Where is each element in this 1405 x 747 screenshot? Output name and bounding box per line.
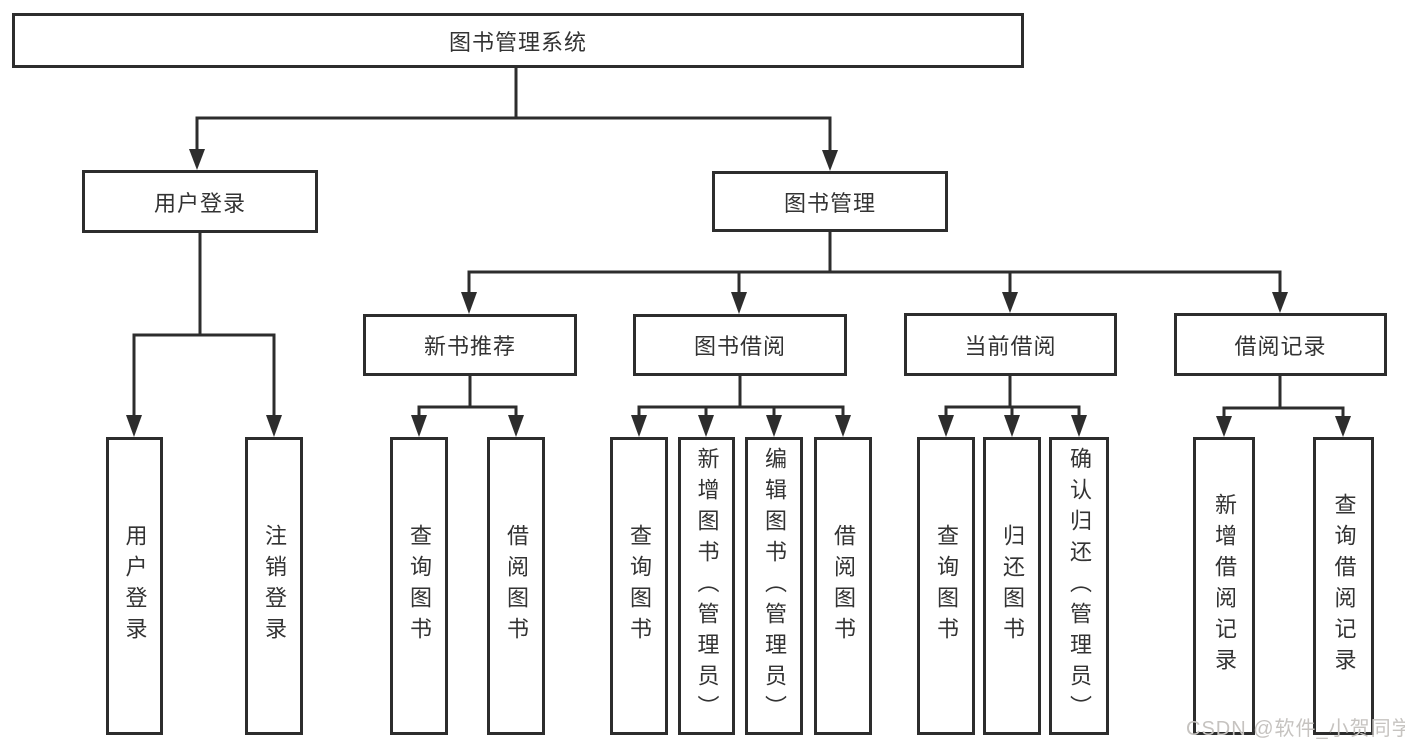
node-leaf-logout: 注销登录 — [245, 437, 303, 735]
connector-root — [189, 68, 838, 171]
node-current-borrow: 当前借阅 — [904, 313, 1117, 376]
node-leaf-add-borrow-record: 新增借阅记录 — [1193, 437, 1255, 735]
node-book-borrow-label: 图书借阅 — [693, 334, 786, 359]
node-leaf-query-books: 查询图书 — [610, 437, 668, 735]
node-user-login-label: 用户登录 — [153, 190, 246, 216]
connector-new-book-rec — [411, 376, 524, 437]
node-leaf-borrow-books: 借阅图书 — [814, 437, 872, 735]
connector-book-borrow — [631, 376, 851, 437]
node-book-mgmt-label: 图书管理 — [783, 190, 876, 216]
node-leaf-return-books: 归还图书 — [983, 437, 1041, 735]
node-book-borrow: 图书借阅 — [633, 314, 847, 376]
node-new-book-rec-label: 新书推荐 — [423, 334, 516, 359]
node-new-book-rec: 新书推荐 — [363, 314, 577, 376]
csdn-watermark: CSDN @软件_小贺同学 — [1186, 718, 1405, 740]
node-leaf-edit-books-admin: 编辑图书（管理员） — [745, 437, 803, 735]
node-current-borrow-label: 当前借阅 — [964, 333, 1057, 359]
connector-borrow-records — [1216, 376, 1351, 437]
node-leaf-query-books-rec: 查询图书 — [390, 437, 448, 735]
node-borrow-records-label: 借阅记录 — [1234, 333, 1327, 359]
node-leaf-confirm-return-admin: 确认归还（管理员） — [1049, 437, 1109, 735]
node-borrow-records: 借阅记录 — [1174, 313, 1387, 376]
node-leaf-query-borrow-record: 查询借阅记录 — [1313, 437, 1374, 735]
node-user-login: 用户登录 — [82, 170, 318, 233]
connector-current-borrow — [938, 376, 1087, 437]
node-leaf-add-books-admin: 新增图书（管理员） — [678, 437, 735, 735]
node-leaf-user-login: 用户登录 — [106, 437, 163, 735]
node-library-system-label: 图书管理系统 — [448, 29, 587, 55]
connector-user-login — [126, 233, 282, 437]
node-library-system: 图书管理系统 — [12, 13, 1024, 68]
node-leaf-query-books-current: 查询图书 — [917, 437, 975, 735]
node-book-mgmt: 图书管理 — [712, 171, 948, 232]
connector-book-mgmt — [461, 232, 1288, 314]
node-leaf-borrow-books-rec: 借阅图书 — [487, 437, 545, 735]
